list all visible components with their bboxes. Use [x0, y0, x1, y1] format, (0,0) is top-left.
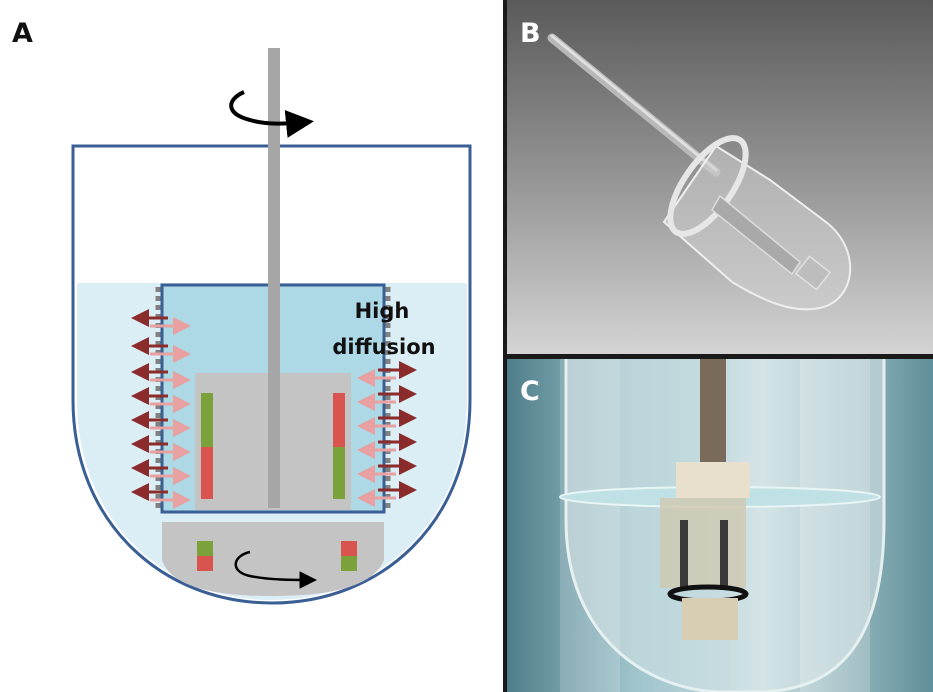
- divider-vertical: [503, 0, 507, 692]
- divider-horizontal: [503, 354, 933, 359]
- tray-sample-right-red: [341, 541, 357, 556]
- panel-letter-c: C: [520, 376, 540, 407]
- panel-b: B: [507, 0, 933, 354]
- photo-holder: [660, 498, 746, 588]
- device-rod: [547, 33, 721, 177]
- panel-c: C: [507, 359, 933, 692]
- annotation-diffusion: diffusion: [332, 335, 435, 359]
- vessel-outline: [71, 144, 472, 605]
- sample-strip-left-green: [201, 393, 213, 447]
- rotation-arrow-top: [229, 90, 314, 138]
- tray-sample-right-green: [341, 556, 357, 571]
- diffusion-arrows-left: [131, 309, 191, 509]
- rotation-arrow-bottom: [234, 550, 317, 589]
- photo-collar: [676, 462, 750, 498]
- photo-base: [682, 598, 738, 640]
- diffusion-arrows-right: [357, 361, 417, 507]
- bottom-tray: [162, 522, 384, 596]
- photo-shaft: [700, 359, 726, 469]
- sample-strip-right-green: [333, 447, 345, 499]
- stirring-shaft: [268, 48, 280, 508]
- device-nut: [794, 255, 832, 291]
- tray-sample-left-red: [197, 556, 213, 571]
- device-flange: [667, 135, 749, 237]
- panel-letter-b: B: [520, 18, 541, 49]
- device-holder: [711, 194, 801, 276]
- panel-letter-a: A: [12, 18, 33, 49]
- sample-strip-left-red: [201, 447, 213, 499]
- tray-sample-left-green: [197, 541, 213, 556]
- annotation-high: High: [355, 299, 410, 323]
- panel-a: A: [12, 18, 472, 605]
- sample-strip-right-red: [333, 393, 345, 447]
